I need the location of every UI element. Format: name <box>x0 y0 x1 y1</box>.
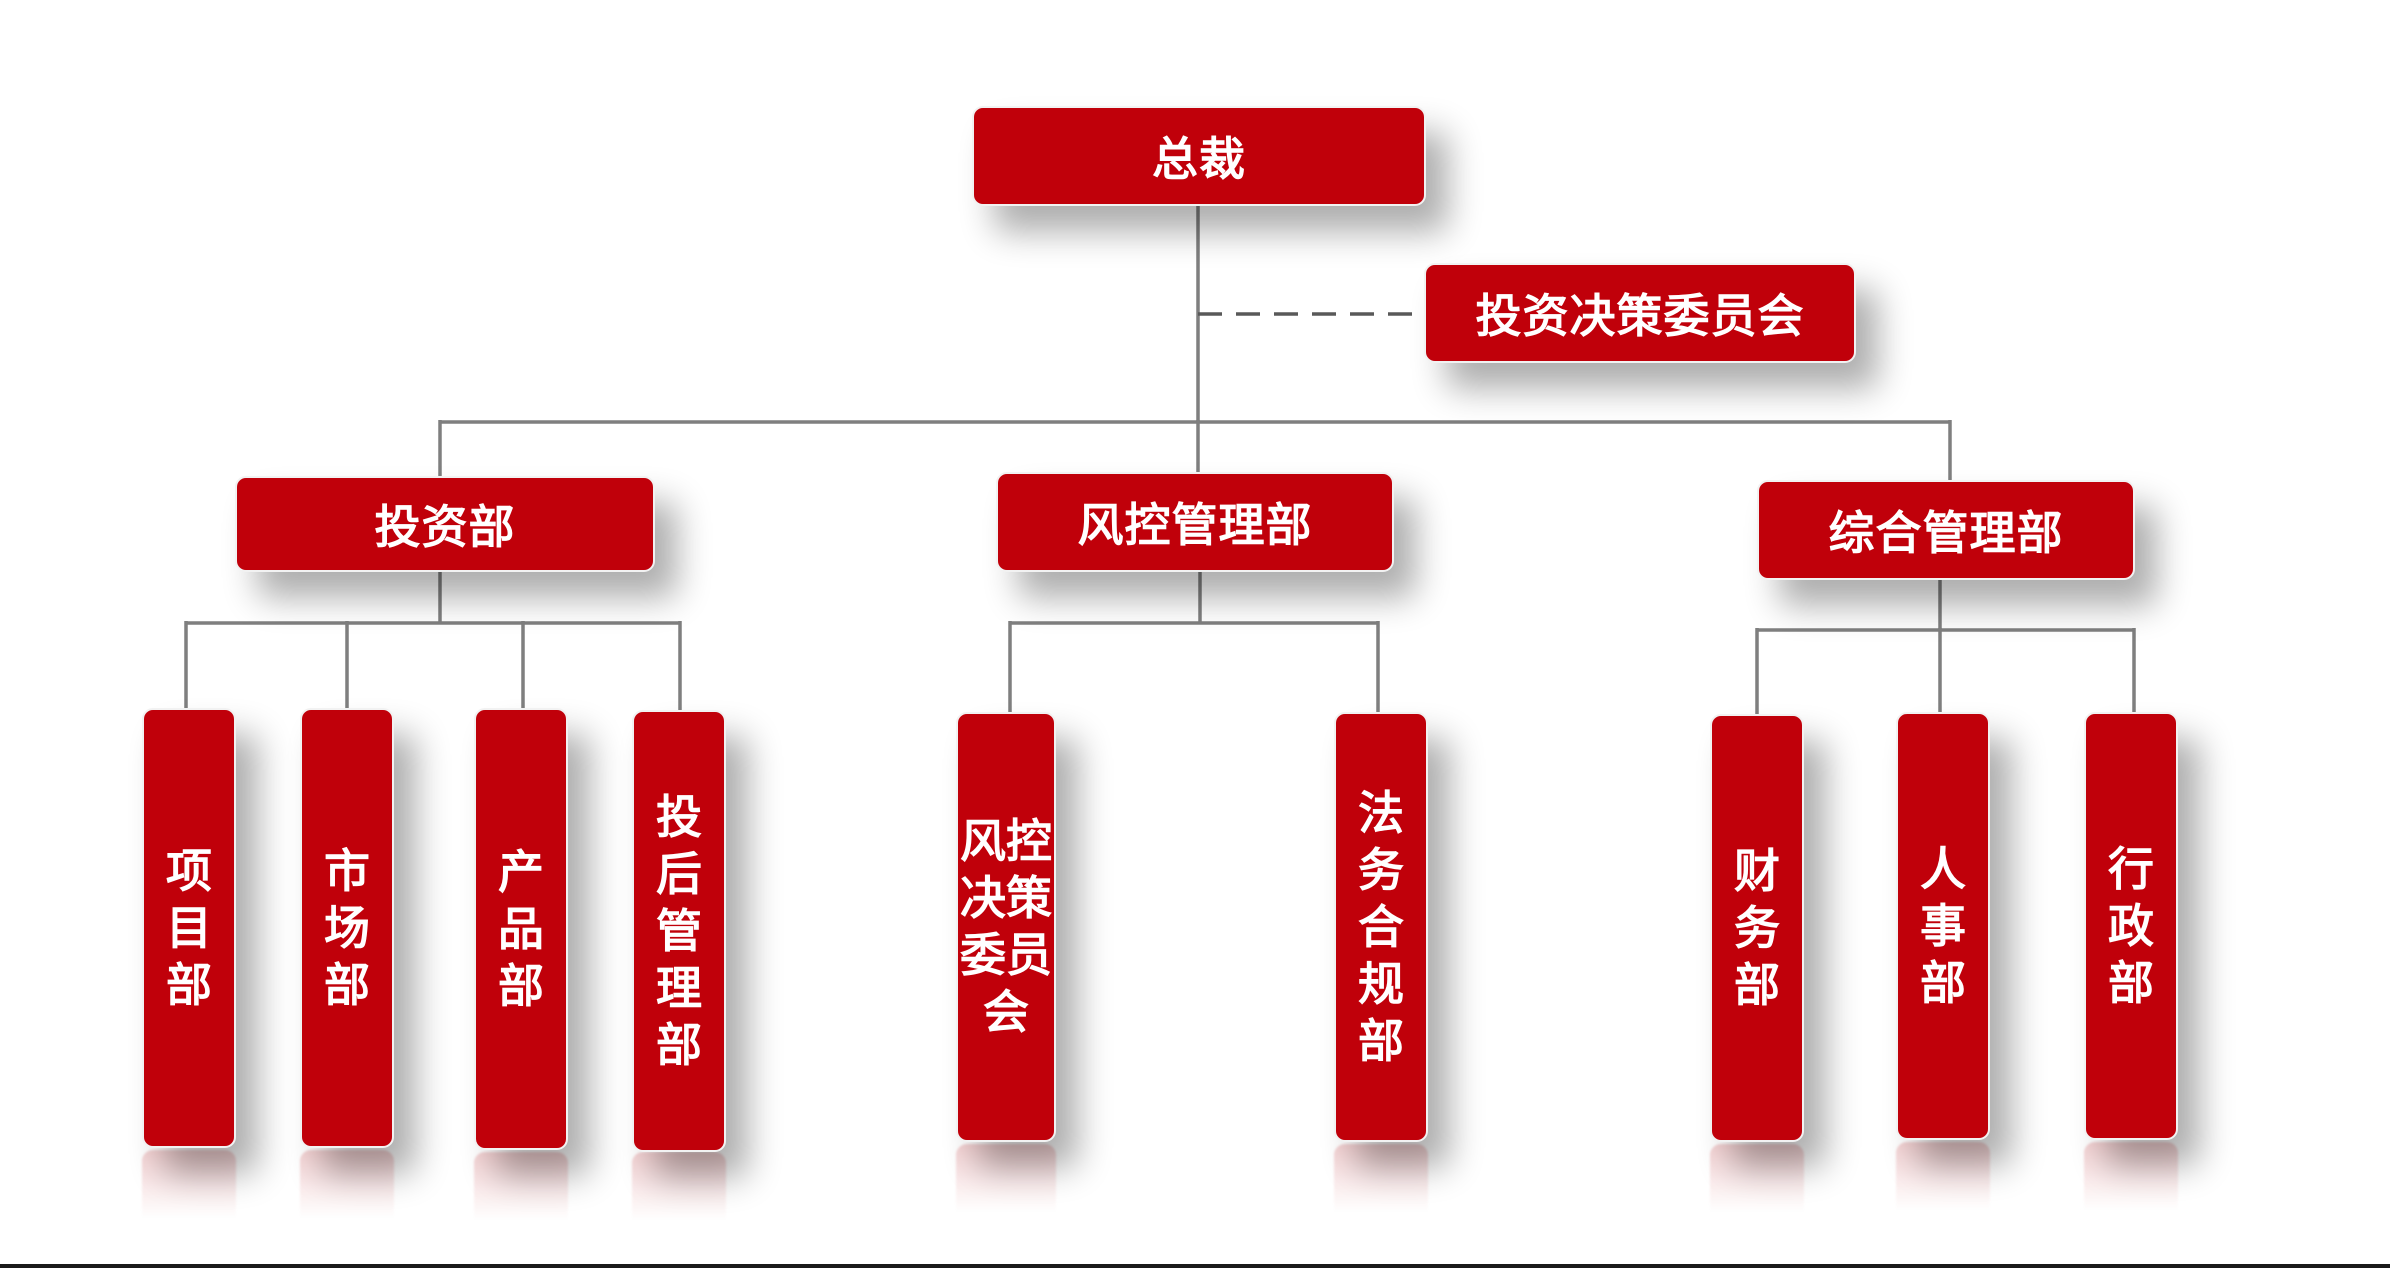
dept-node: 综合管理部 <box>1757 480 2135 580</box>
dept-node: 风控管理部 <box>996 472 1394 572</box>
sub-node-reflection <box>2084 1142 2178 1222</box>
sub-node-reflection <box>632 1152 726 1232</box>
sub-node: 市场部 <box>300 708 394 1148</box>
sub-node: 财务部 <box>1710 714 1804 1142</box>
sub-node-reflection <box>956 1144 1056 1224</box>
committee-node: 投资决策委员会 <box>1424 263 1856 363</box>
root-node: 总裁 <box>972 106 1426 206</box>
dept-node: 投资部 <box>235 476 655 572</box>
sub-node: 法务合规部 <box>1334 712 1428 1142</box>
sub-node-reflection <box>1896 1142 1990 1222</box>
sub-node: 投后管理部 <box>632 710 726 1152</box>
bottom-border <box>0 1264 2390 1268</box>
sub-label: 法务合规部 <box>1358 785 1404 1068</box>
sub-label: 投后管理部 <box>656 789 702 1072</box>
sub-node: 项目部 <box>142 708 236 1148</box>
dept-label: 投资部 <box>374 500 516 554</box>
sub-node: 风控决策委员会 <box>956 712 1056 1142</box>
sub-label: 行政部 <box>2108 841 2154 1010</box>
sub-label: 产品部 <box>498 844 544 1013</box>
sub-label: 项目部 <box>166 843 212 1012</box>
root-label: 总裁 <box>1152 132 1246 186</box>
sub-node-reflection <box>142 1150 236 1230</box>
dept-label: 综合管理部 <box>1828 506 2064 560</box>
sub-label: 风控决策委员会 <box>960 814 1052 1039</box>
sub-node-reflection <box>1710 1144 1804 1224</box>
sub-label: 市场部 <box>324 843 370 1012</box>
sub-node-reflection <box>474 1152 568 1232</box>
sub-label: 财务部 <box>1734 843 1780 1012</box>
sub-node: 人事部 <box>1896 712 1990 1140</box>
sub-node-reflection <box>1334 1144 1428 1224</box>
committee-label: 投资决策委员会 <box>1475 289 1805 343</box>
sub-node: 行政部 <box>2084 712 2178 1140</box>
sub-label: 人事部 <box>1920 841 1966 1010</box>
sub-node-reflection <box>300 1150 394 1230</box>
sub-node: 产品部 <box>474 708 568 1150</box>
dept-label: 风控管理部 <box>1077 498 1313 552</box>
